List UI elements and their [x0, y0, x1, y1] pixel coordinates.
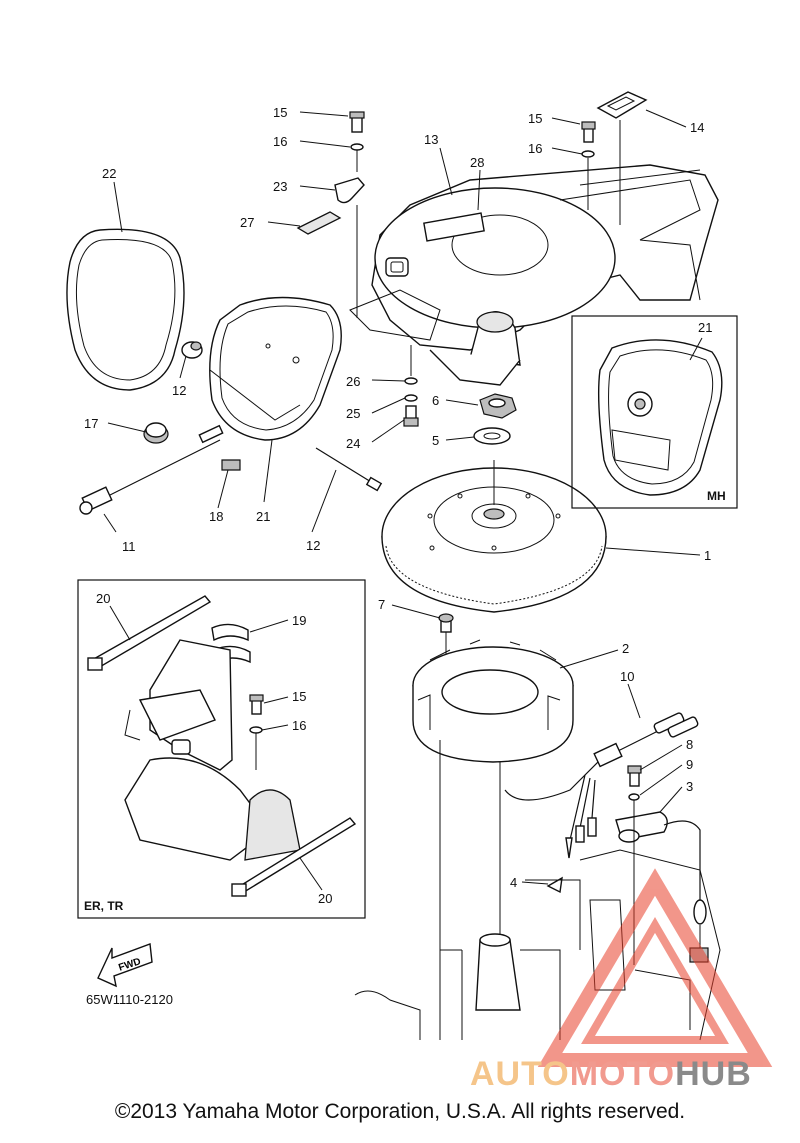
callout-4: 4 — [510, 875, 517, 890]
callout-21b: 21 — [698, 320, 712, 335]
inset-mh-label: MH — [707, 489, 726, 503]
callout-21a: 21 — [256, 509, 270, 524]
callout-6: 6 — [432, 393, 439, 408]
inset-ertr-label: ER, TR — [84, 899, 124, 913]
silencer-21-part — [209, 296, 342, 441]
callout-28: 28 — [470, 155, 484, 170]
washer-5-part — [473, 427, 511, 445]
grommet-12-part — [181, 341, 203, 359]
label-18-part — [221, 459, 241, 471]
callout-1: 1 — [704, 548, 711, 563]
leader-lines — [103, 109, 703, 891]
bracket-23-part — [334, 111, 365, 318]
callout-14: 14 — [690, 120, 704, 135]
flywheel-cover-part — [349, 164, 719, 386]
washer-26-part — [404, 377, 418, 385]
clamp-4-part — [546, 876, 563, 894]
copyright-text: ©2013 Yamaha Motor Corporation, U.S.A. A… — [114, 1100, 686, 1123]
watermark-moto: MOTO — [569, 1055, 676, 1093]
callout-20a: 20 — [96, 591, 110, 606]
callout-7: 7 — [378, 597, 385, 612]
label-14-part — [596, 91, 648, 119]
choke-rod-11-part — [79, 424, 224, 515]
callout-27: 27 — [240, 215, 254, 230]
gasket-22-part — [66, 228, 185, 391]
callout-16a: 16 — [273, 134, 287, 149]
callout-12a: 12 — [172, 383, 186, 398]
callout-25: 25 — [346, 406, 360, 421]
callout-24: 24 — [346, 436, 360, 451]
plug-17-part — [143, 422, 169, 444]
callout-8: 8 — [686, 737, 693, 752]
watermark-hub: HUB — [675, 1055, 752, 1093]
inset-ertr-frame: ER, TR — [77, 579, 366, 919]
callout-15c: 15 — [292, 689, 306, 704]
screw-15-inset-part — [249, 694, 264, 770]
callout-15a: 15 — [273, 105, 287, 120]
callout-17: 17 — [84, 416, 98, 431]
callout-18: 18 — [209, 509, 223, 524]
callout-26: 26 — [346, 374, 360, 389]
clamp-19-part — [211, 623, 251, 664]
washer-9-part — [628, 793, 640, 801]
flywheel-1-part — [381, 460, 607, 613]
callout-3: 3 — [686, 779, 693, 794]
cable-tie-20-top-part — [87, 595, 212, 671]
label-27-part — [296, 211, 342, 235]
callout-16c: 16 — [292, 718, 306, 733]
screw-15-right-part — [581, 120, 621, 225]
callout-16b: 16 — [528, 141, 542, 156]
stator-2-part — [412, 639, 574, 1000]
cable-tie-20-bottom-part — [231, 817, 357, 897]
inset-mh-frame: MH — [571, 315, 738, 509]
callout-10: 10 — [620, 669, 634, 684]
bolt-24-part — [403, 345, 419, 427]
callout-22: 22 — [102, 166, 116, 181]
callout-15b: 15 — [528, 111, 542, 126]
callout-20b: 20 — [318, 891, 332, 906]
callout-11: 11 — [122, 539, 136, 554]
watermark-text: AUTOMOTOHUB — [470, 1055, 752, 1094]
drawing-code: 65W1110-2120 — [86, 992, 173, 1007]
callout-13: 13 — [424, 132, 438, 147]
nut-6-part — [479, 393, 517, 419]
washer-25-part — [404, 394, 418, 402]
bracket-ertr-part — [124, 639, 301, 861]
watermark-logo — [537, 868, 773, 1067]
harness-10-part — [504, 712, 699, 859]
callout-19: 19 — [292, 613, 306, 628]
callout-5: 5 — [432, 433, 439, 448]
callouts: 15 16 23 27 13 28 15 16 14 22 12 17 11 1… — [84, 105, 712, 906]
callout-12b: 12 — [306, 538, 320, 553]
fwd-arrow-icon: FWD — [97, 943, 153, 988]
callout-2: 2 — [622, 641, 629, 656]
watermark-auto: AUTO — [470, 1055, 570, 1093]
screw-8-part — [627, 765, 642, 787]
callout-9: 9 — [686, 757, 693, 772]
rod-12-part — [315, 447, 383, 492]
callout-23: 23 — [273, 179, 287, 194]
